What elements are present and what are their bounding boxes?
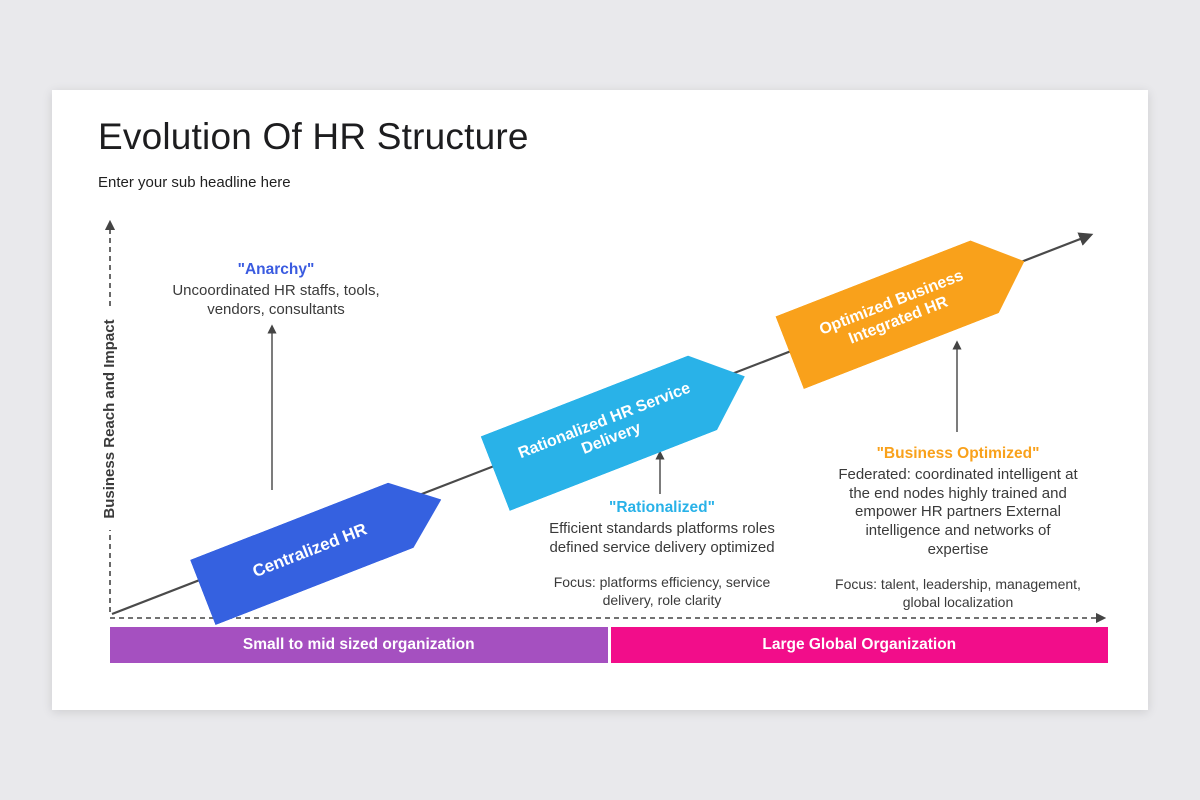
organization-size-bars: Small to mid sized organization Large Gl… xyxy=(110,627,1108,663)
annotation-anarchy: "Anarchy" Uncoordinated HR staffs, tools… xyxy=(151,260,401,319)
annotation-business-optimized: "Business Optimized" Federated: coordina… xyxy=(834,444,1082,611)
annotation-business-optimized-heading: "Business Optimized" xyxy=(876,445,1040,462)
annotation-rationalized-body: Efficient standards platforms roles defi… xyxy=(549,520,775,556)
annotation-rationalized-heading: "Rationalized" xyxy=(609,499,715,516)
hr-evolution-diagram: Business Reach and Impact Centralized HR… xyxy=(52,90,1148,710)
annotation-anarchy-heading: "Anarchy" xyxy=(237,261,315,278)
slide-card: Evolution Of HR Structure Enter your sub… xyxy=(52,90,1148,710)
page-subtitle: Enter your sub headline here xyxy=(98,174,291,191)
annotation-business-optimized-focus: Focus: talent, leadership, management, g… xyxy=(835,576,1081,610)
annotation-rationalized: "Rationalized" Efficient standards platf… xyxy=(530,498,794,609)
annotation-anarchy-body: Uncoordinated HR staffs, tools, vendors,… xyxy=(172,282,380,318)
y-axis-label: Business Reach and Impact xyxy=(99,308,121,530)
bar-small-to-mid-organization: Small to mid sized organization xyxy=(110,627,608,663)
bar-large-global-organization: Large Global Organization xyxy=(610,627,1108,663)
annotation-rationalized-focus: Focus: platforms efficiency, service del… xyxy=(553,574,771,608)
page-title: Evolution Of HR Structure xyxy=(98,116,529,157)
annotation-business-optimized-body: Federated: coordinated intelligent at th… xyxy=(838,466,1078,558)
